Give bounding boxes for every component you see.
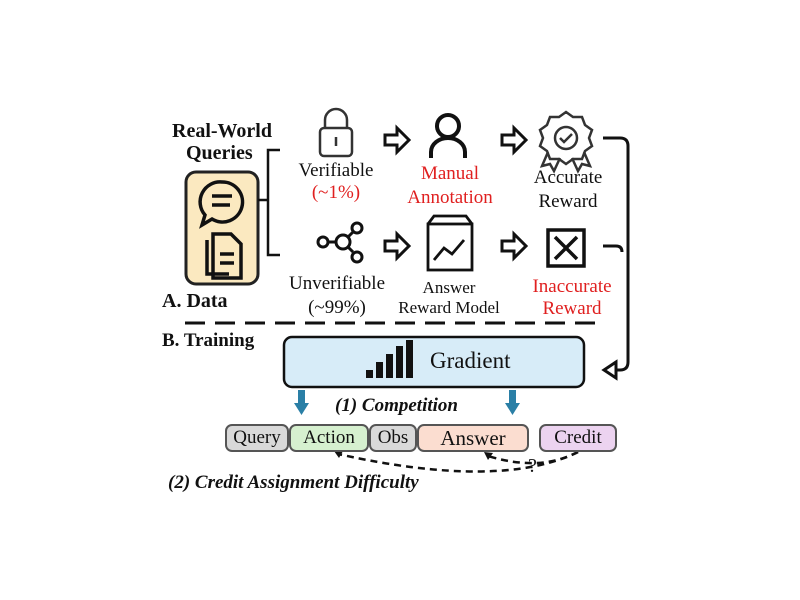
bar-chart-icon	[366, 340, 413, 378]
section-b-training-label: B. Training	[162, 330, 255, 351]
gradient-label: Gradient	[430, 348, 511, 373]
answer-reward-model-label: Answer Reward Model	[398, 278, 500, 317]
accurate-reward-to-gradient-arrow	[603, 136, 630, 372]
gradient-box	[282, 335, 586, 389]
hollow-arrow	[383, 230, 412, 262]
inaccurate-reward-to-gradient-arrow	[603, 244, 624, 253]
blue-down-arrow	[505, 390, 520, 415]
credit-dashed-arrow-to-action	[337, 450, 579, 473]
query-split-bracket	[258, 148, 280, 257]
manual-annotation-label: Manual Annotation	[407, 163, 493, 208]
real-world-queries-label: Real-World Queries	[172, 120, 272, 164]
arrowhead-answer	[484, 452, 493, 460]
token-action: Action	[289, 424, 369, 452]
token-obs: Obs	[369, 424, 417, 452]
credit-assignment-label: (2) Credit Assignment Difficulty	[168, 472, 419, 493]
lock-icon	[318, 107, 354, 158]
token-credit: Credit	[539, 424, 617, 452]
unverifiable-percent: (~99%)	[308, 297, 366, 318]
document-icon	[205, 232, 243, 280]
arrowhead	[601, 359, 618, 381]
reward-model-icon	[426, 214, 474, 272]
queries-box	[184, 170, 260, 286]
chat-bubble-icon	[198, 180, 245, 229]
network-icon	[316, 221, 364, 264]
hollow-arrow	[500, 124, 529, 156]
accurate-reward-label: Accurate Reward	[533, 167, 603, 212]
arrowhead-action	[334, 451, 343, 458]
person-icon	[429, 113, 467, 158]
token-query: Query	[225, 424, 289, 452]
section-a-data-label: A. Data	[162, 290, 228, 312]
award-icon	[538, 110, 594, 174]
question-mark: ?	[528, 455, 537, 477]
hollow-arrow	[500, 230, 529, 262]
blue-down-arrow	[294, 390, 309, 415]
inaccurate-reward-label: Inaccurate Reward	[532, 276, 612, 319]
verifiable-label: Verifiable (~1%)	[285, 160, 387, 204]
unverifiable-label: Unverifiable (~99%)	[276, 272, 398, 320]
verifiable-percent: (~1%)	[311, 182, 361, 203]
competition-label: (1) Competition	[335, 395, 458, 416]
hollow-arrow	[383, 124, 412, 156]
token-answer: Answer	[417, 424, 529, 452]
cross-box-icon	[546, 228, 586, 268]
